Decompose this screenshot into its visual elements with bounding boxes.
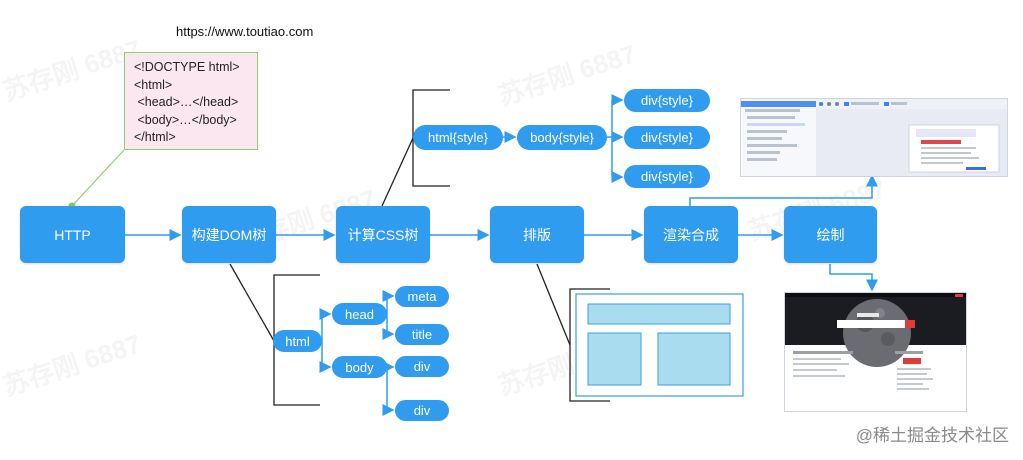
html-source-line: <body>…</body> (134, 112, 237, 127)
dom-node-body: body (332, 356, 387, 378)
dom-node-meta: meta (395, 286, 449, 307)
stage-composite: 渲染合成 (644, 206, 738, 263)
source-credit: @稀土掘金技术社区 (855, 426, 1009, 445)
html-source-line: <head>…</head> (134, 95, 239, 109)
rendered-page-image (785, 293, 966, 411)
css-node-div: div{style} (624, 165, 710, 188)
layout-leader (536, 263, 571, 346)
css-node-div: div{style} (624, 89, 710, 112)
dom-node-head: head (332, 303, 387, 325)
stage-layout: 排版 (490, 206, 584, 263)
arrow-composite-layers (689, 174, 878, 206)
html-source-line: <html> (134, 77, 173, 92)
stage-paint: 绘制 (784, 206, 877, 263)
css-leader (381, 137, 414, 207)
arrow-paint-page (829, 264, 878, 292)
layers-screenshot-image (741, 99, 1007, 176)
css-node-html: html{style} (413, 125, 503, 150)
http-source-link (71, 149, 125, 207)
dom-leader (229, 263, 275, 342)
css-node-div: div{style} (624, 126, 710, 149)
layout-bracket (569, 288, 610, 402)
layout-block-left (587, 332, 642, 386)
dom-node-div: div (395, 356, 449, 377)
dom-node-title: title (395, 324, 449, 345)
stage-build-dom: 构建DOM树 (182, 206, 276, 263)
layout-block-right (657, 332, 731, 386)
dom-node-html: html (273, 330, 322, 352)
css-node-body: body{style} (517, 125, 607, 150)
dom-node-div: div (395, 400, 449, 421)
layers-screenshot (740, 98, 1008, 177)
layout-block-header (587, 303, 731, 325)
rendered-page-screenshot (784, 292, 967, 412)
stage-compute-css: 计算CSS树 (336, 206, 430, 263)
html-source-line: </html> (134, 130, 176, 144)
url-label: https://www.toutiao.com (176, 24, 314, 39)
html-source-box: <!DOCTYPE html> <html> <head>…</head> <b… (124, 52, 258, 150)
stage-http: HTTP (20, 206, 125, 263)
html-source-line: <!DOCTYPE html> (134, 60, 240, 74)
